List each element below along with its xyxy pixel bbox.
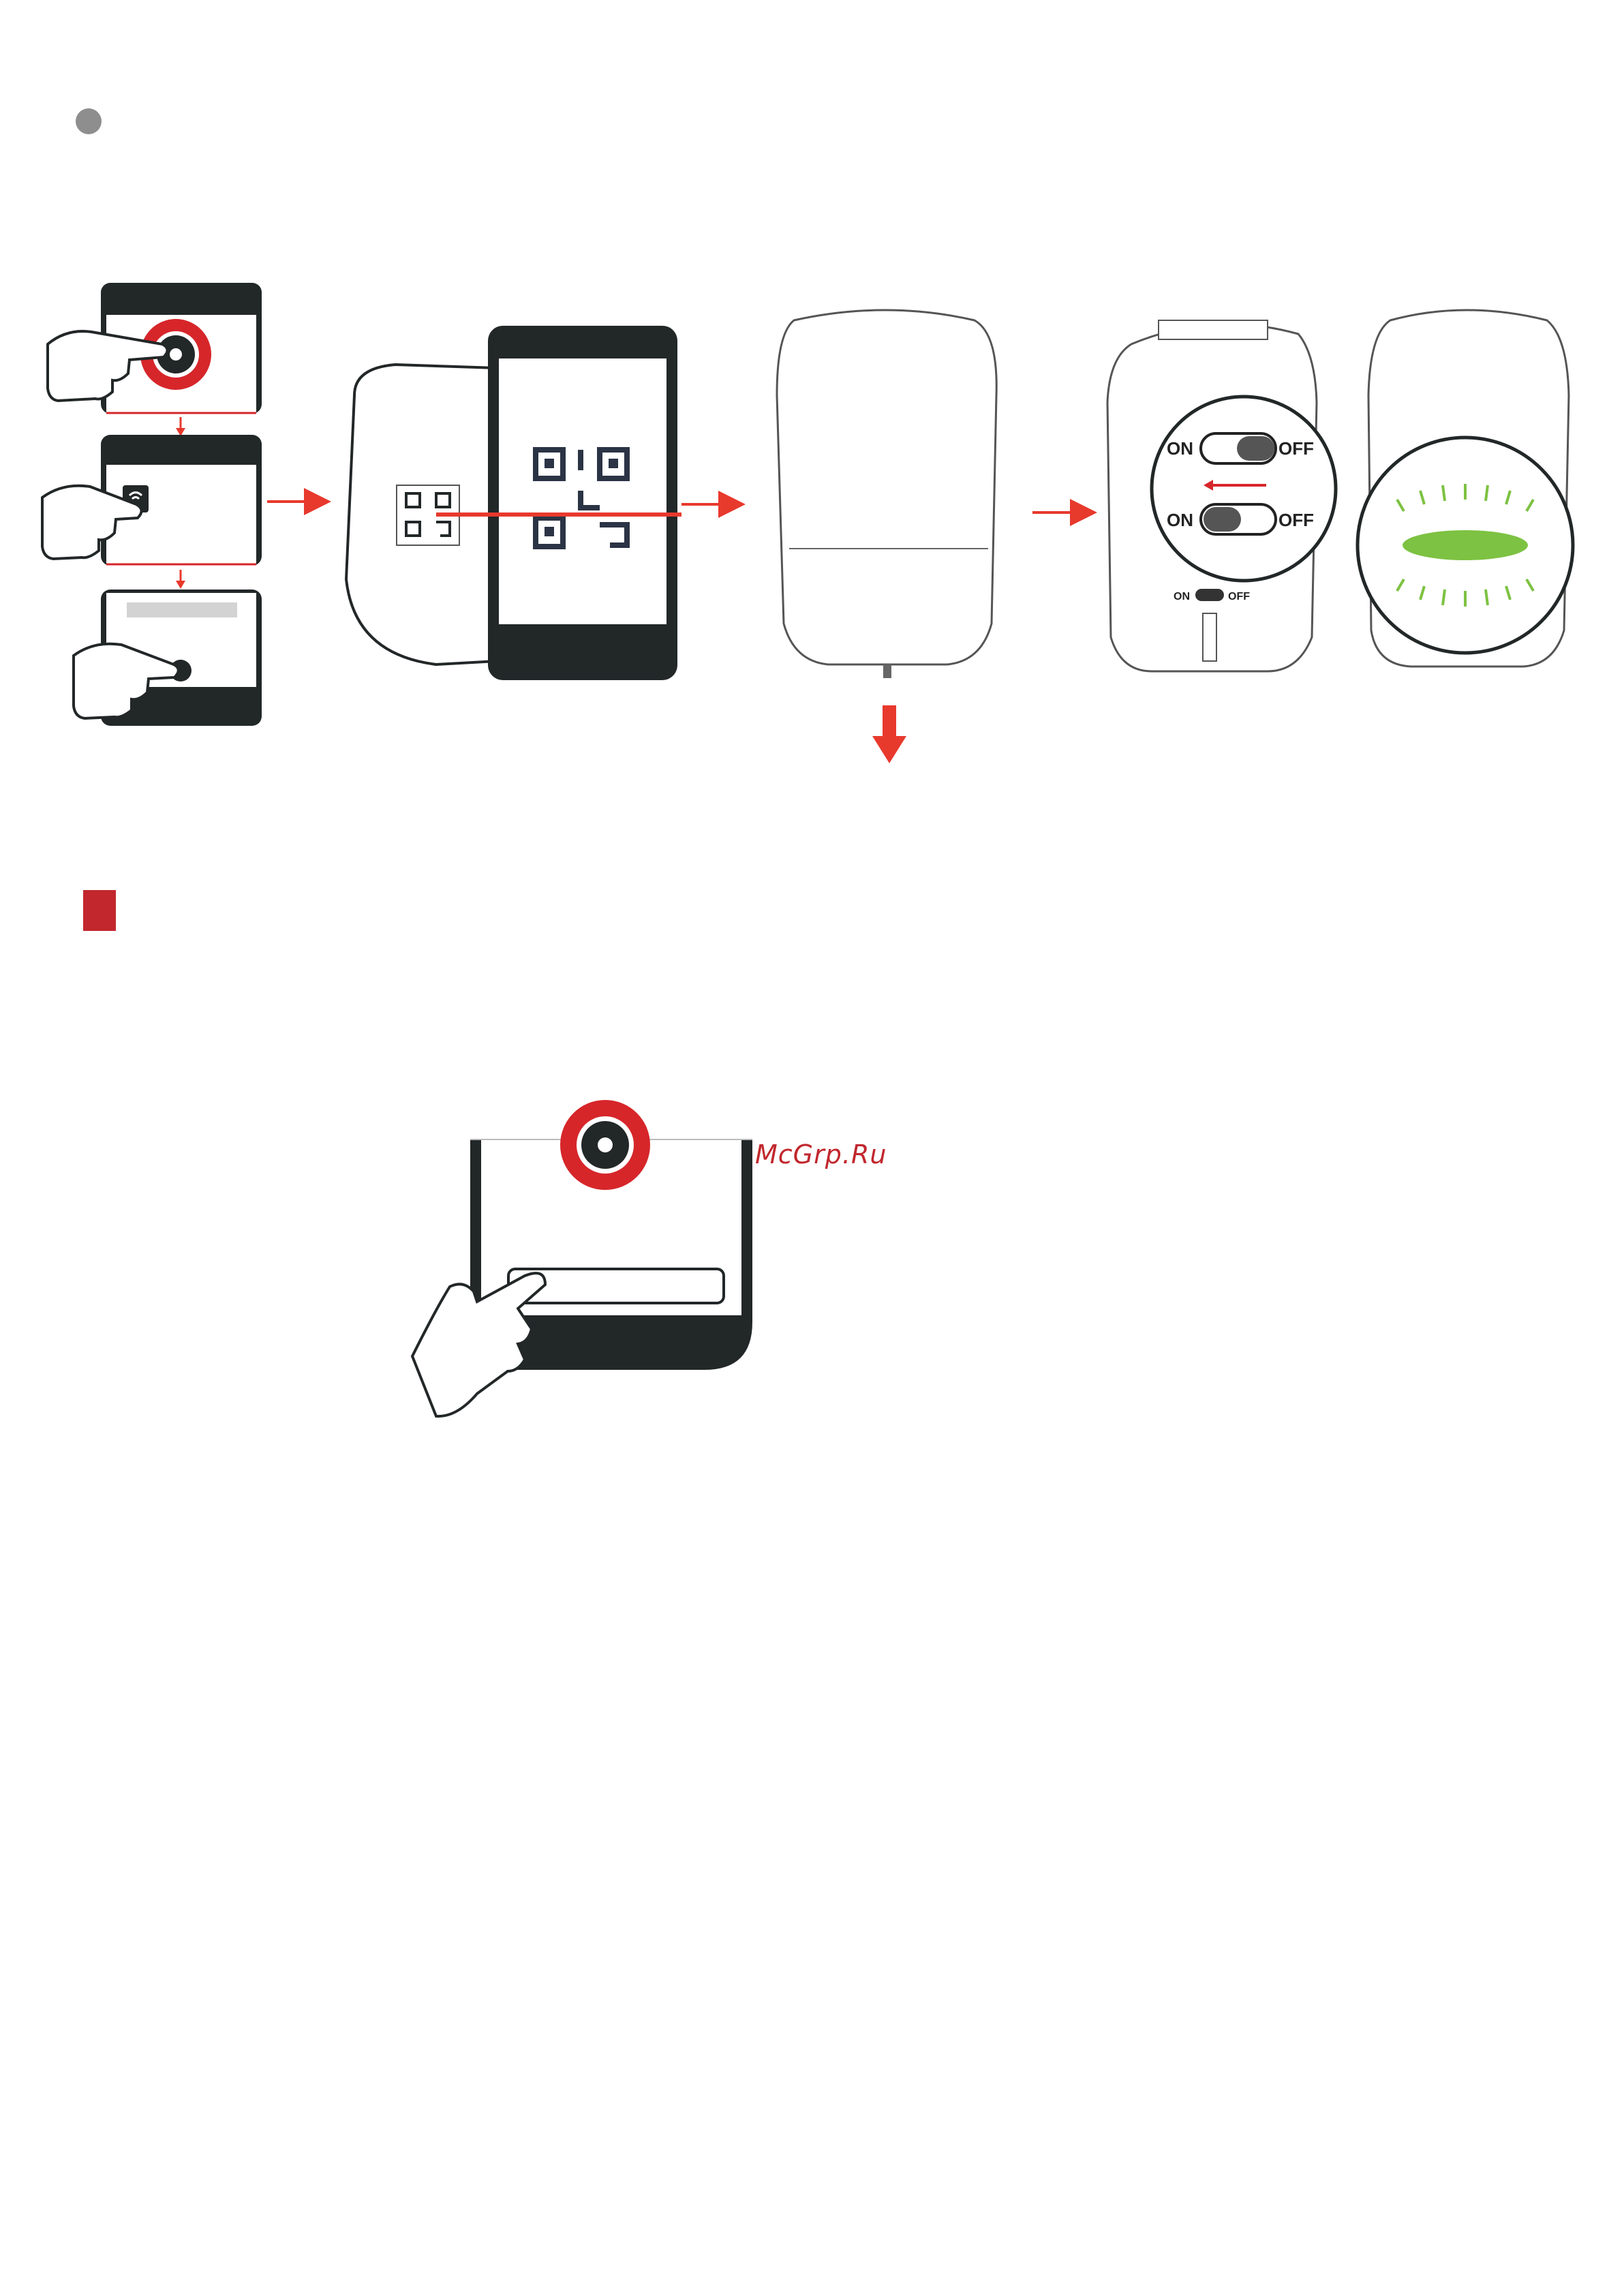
grey-circle-bullet-icon: [76, 108, 102, 134]
progress-bar-placeholder: [127, 602, 237, 617]
green-led-icon: [1403, 530, 1528, 560]
watermark-text: McGrp.Ru: [755, 1139, 887, 1169]
app-steps-group: [42, 283, 262, 726]
switch-off-label-top: OFF: [1278, 438, 1314, 459]
test-mode-phone: [412, 1100, 752, 1416]
switch-on-label-bottom: ON: [1167, 510, 1193, 530]
small-switch-on-label: ON: [1174, 591, 1190, 602]
phone-screen-2: [42, 435, 262, 566]
phone-screen-1: [48, 283, 262, 416]
detector-open-switch: ON OFF ON OFF ON OFF: [1107, 320, 1336, 671]
pull-out-arrow-icon: [883, 705, 896, 739]
qr-scan-group: [346, 326, 681, 680]
small-switch-off-label: OFF: [1228, 591, 1250, 602]
phone-screen-3: [74, 590, 262, 726]
detector-front-pull-tab: [777, 310, 996, 763]
red-square-marker-icon: [83, 890, 116, 931]
switch-zoom-circle: [1152, 397, 1336, 581]
detector-green-led: [1358, 310, 1573, 667]
switch-on-label-top: ON: [1167, 438, 1193, 459]
switch-off-label-bottom: OFF: [1278, 510, 1314, 530]
